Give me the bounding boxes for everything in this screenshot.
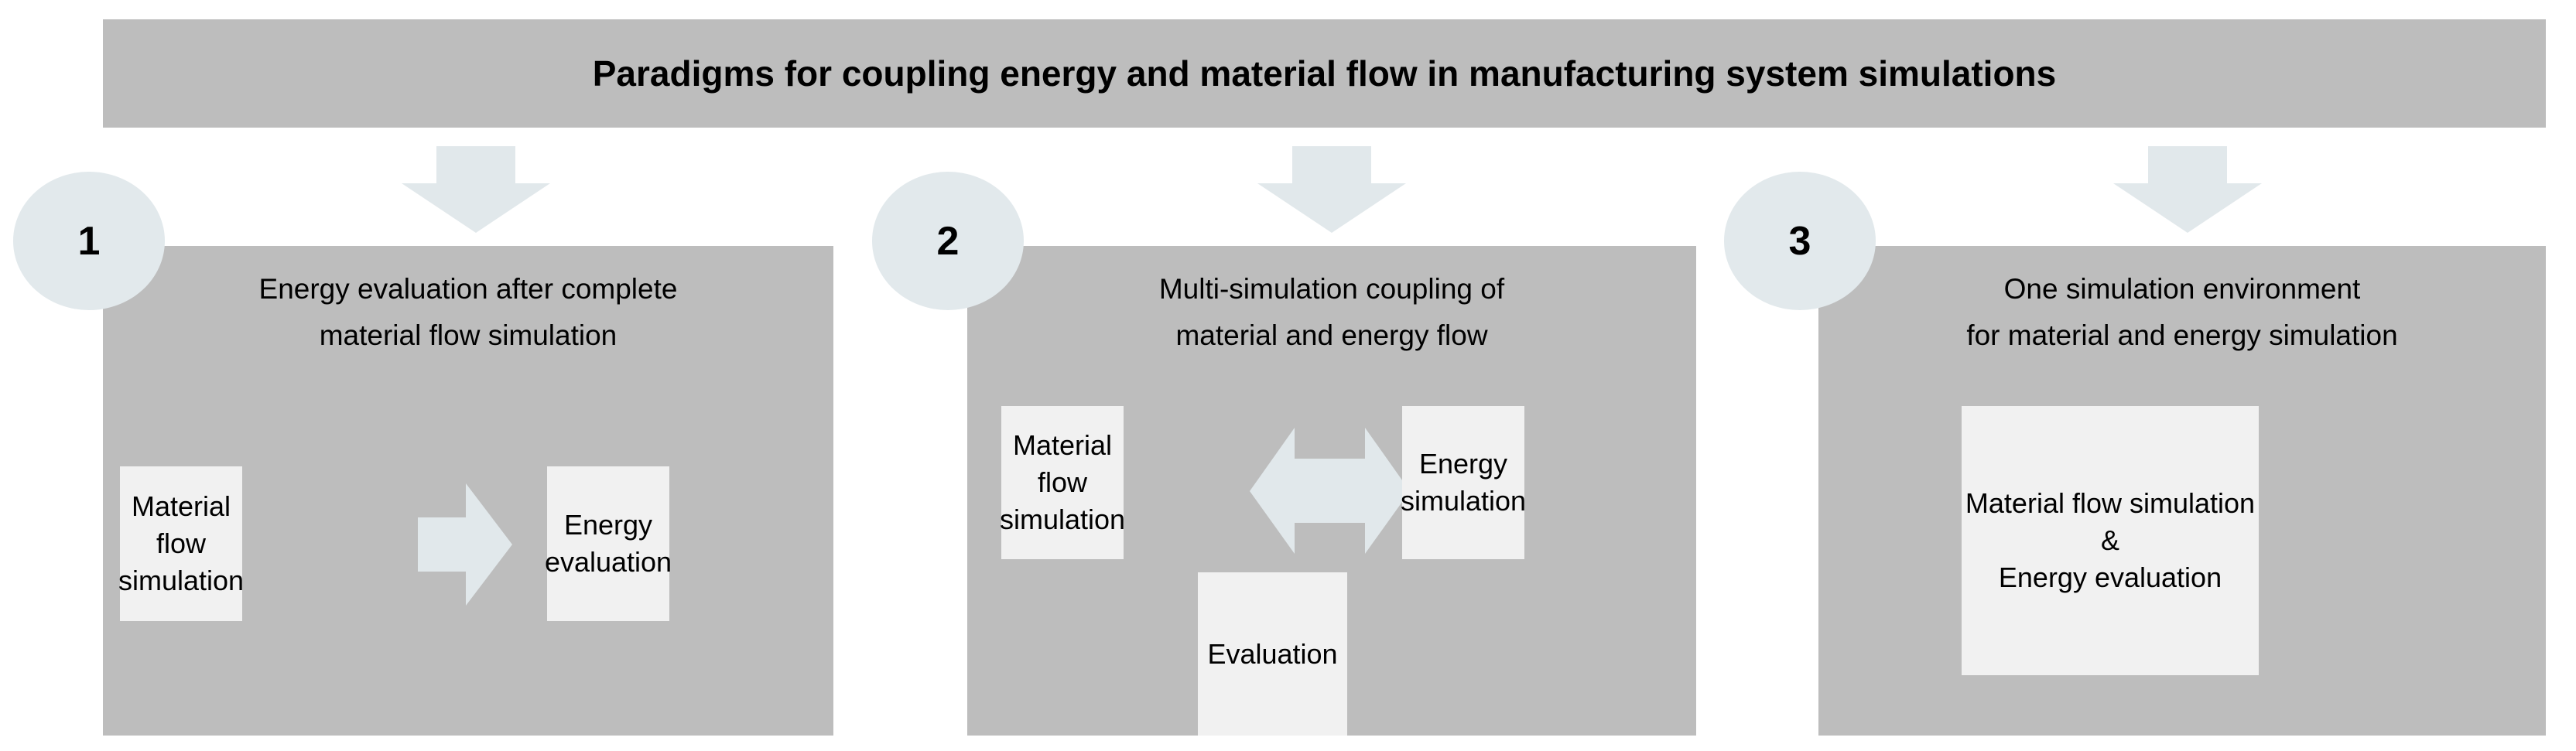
box-line-1: Energy [1418, 448, 1508, 480]
box-line-3: simulation [999, 503, 1126, 535]
box-evaluation-2: Evaluation [1198, 572, 1347, 736]
paradigm-panel-3: One simulation environment for material … [1818, 246, 2546, 736]
paradigm-heading-1: Energy evaluation after complete materia… [103, 266, 833, 359]
down-arrow-icon-1 [402, 146, 550, 233]
box-line-1: Material [131, 490, 231, 523]
paradigm-heading-2-line1: Multi-simulation coupling of [1158, 273, 1505, 305]
box-material-flow-simulation-2: Material flow simulation [999, 406, 1126, 559]
right-arrow-icon-1 [418, 483, 512, 606]
paradigm-heading-1-line1: Energy evaluation after complete [258, 273, 678, 305]
paradigm-badge-3: 3 [1724, 172, 1876, 310]
box-material-flow-simulation-1: Material flow simulation [118, 466, 245, 621]
box-line-3: Energy evaluation [1998, 561, 2222, 593]
box-line-1: Material flow simulation [1965, 487, 2256, 520]
box-line-2: flow [1037, 466, 1088, 499]
paradigm-heading-3: One simulation environment for material … [1818, 266, 2546, 359]
box-line-2: simulation [1400, 485, 1527, 517]
box-line-3: simulation [118, 564, 245, 596]
box-line-1: Evaluation [1207, 637, 1338, 670]
paradigm-number-2: 2 [936, 218, 960, 264]
paradigm-panel-1: Energy evaluation after complete materia… [103, 246, 833, 736]
paradigm-heading-1-line2: material flow simulation [319, 319, 617, 351]
paradigm-badge-1: 1 [13, 172, 165, 310]
box-material-energy-combined-3: Material flow simulation & Energy evalua… [1962, 406, 2259, 675]
box-energy-simulation-2: Energy simulation [1400, 406, 1527, 559]
down-arrow-icon-2 [1257, 146, 1406, 233]
page-title: Paradigms for coupling energy and materi… [592, 53, 2057, 94]
down-arrow-icon-3 [2113, 146, 2262, 233]
box-line-1: Material [1012, 429, 1113, 462]
paradigm-panel-2: Multi-simulation coupling of material an… [967, 246, 1696, 736]
paradigm-heading-2: Multi-simulation coupling of material an… [967, 266, 1696, 359]
paradigm-badge-2: 2 [872, 172, 1024, 310]
paradigm-number-1: 1 [77, 218, 101, 264]
paradigm-heading-3-line1: One simulation environment [2003, 273, 2361, 305]
double-headed-arrow-icon-2 [1250, 428, 1410, 554]
box-line-2: evaluation [544, 546, 672, 578]
box-energy-evaluation-1: Energy evaluation [544, 466, 672, 621]
paradigm-number-3: 3 [1788, 218, 1811, 264]
box-line-2: flow [156, 527, 207, 560]
paradigm-heading-3-line2: for material and energy simulation [1966, 319, 2398, 351]
box-line-1: Energy [563, 509, 653, 541]
title-banner: Paradigms for coupling energy and materi… [103, 19, 2546, 128]
paradigm-heading-2-line2: material and energy flow [1175, 319, 1488, 351]
box-line-2: & [2100, 524, 2119, 557]
